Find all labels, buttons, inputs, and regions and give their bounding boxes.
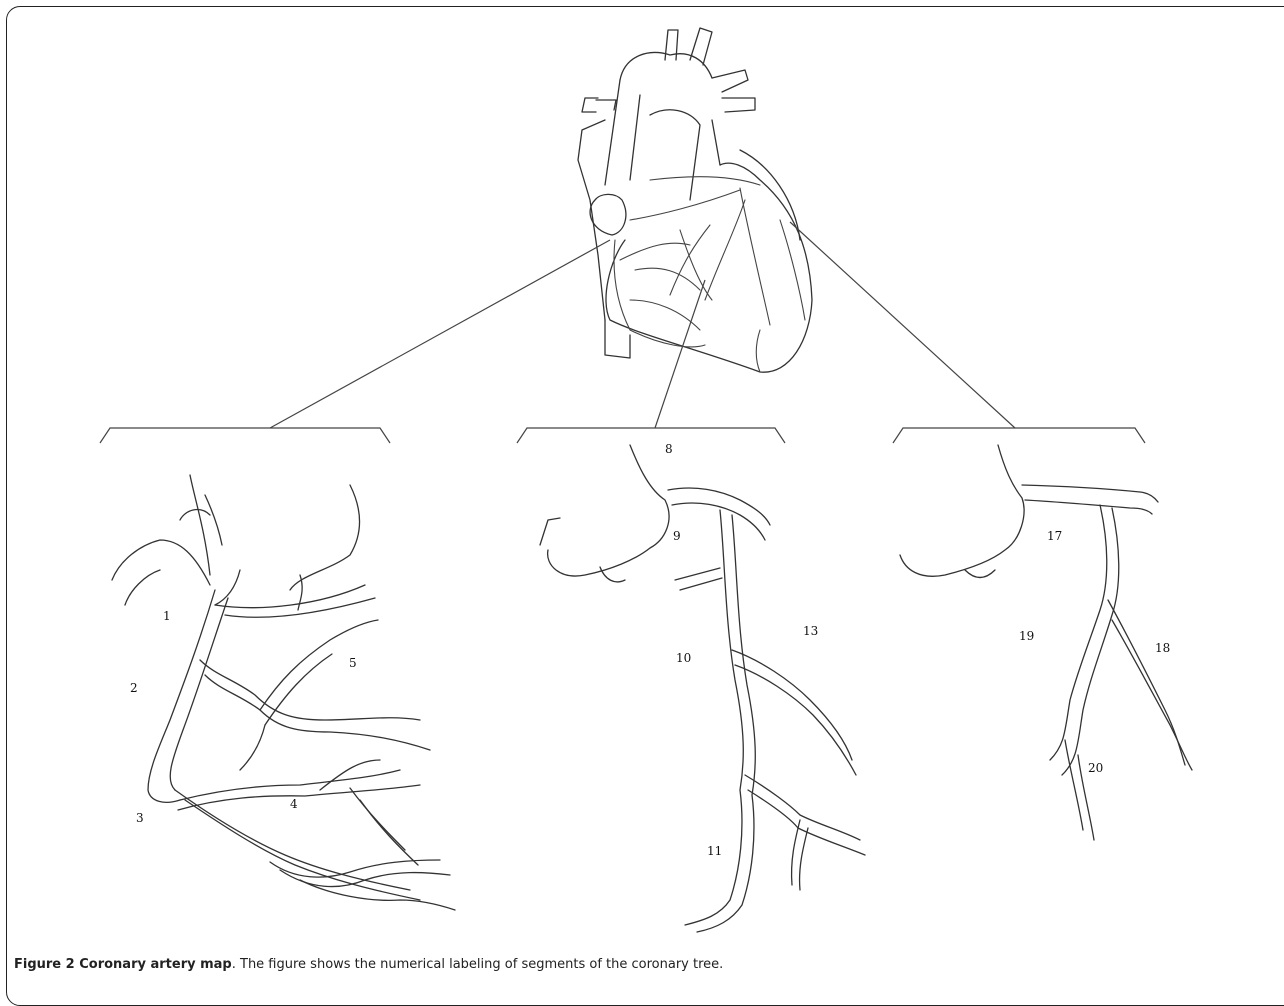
segment-label-8: 8 [665,442,673,456]
segment-label-13: 13 [803,624,818,638]
coronary-diagram: 1 2 3 4 5 8 9 10 11 13 17 18 19 20 [0,0,1284,950]
caption-title: Figure 2 Coronary artery map [14,957,232,972]
leader-lines [270,222,1015,428]
segment-label-9: 9 [673,529,681,543]
panel-left-anterior [540,445,865,932]
segment-label-5: 5 [349,656,357,670]
segment-label-17: 17 [1047,529,1062,543]
segment-label-19: 19 [1019,629,1034,643]
segment-label-18: 18 [1155,641,1170,655]
segment-label-20: 20 [1088,761,1103,775]
segment-label-1: 1 [163,609,171,623]
figure-caption: Figure 2 Coronary artery map. The figure… [14,957,1274,972]
segment-label-3: 3 [136,811,144,825]
segment-label-10: 10 [676,651,691,665]
panel-right-coronary [112,475,455,910]
segment-label-11: 11 [707,844,722,858]
caption-text: . The figure shows the numerical labelin… [232,957,724,972]
segment-label-4: 4 [290,797,298,811]
panel-circumflex [900,445,1192,840]
brackets [100,428,1145,443]
heart-illustration [578,28,812,372]
segment-label-2: 2 [130,681,138,695]
